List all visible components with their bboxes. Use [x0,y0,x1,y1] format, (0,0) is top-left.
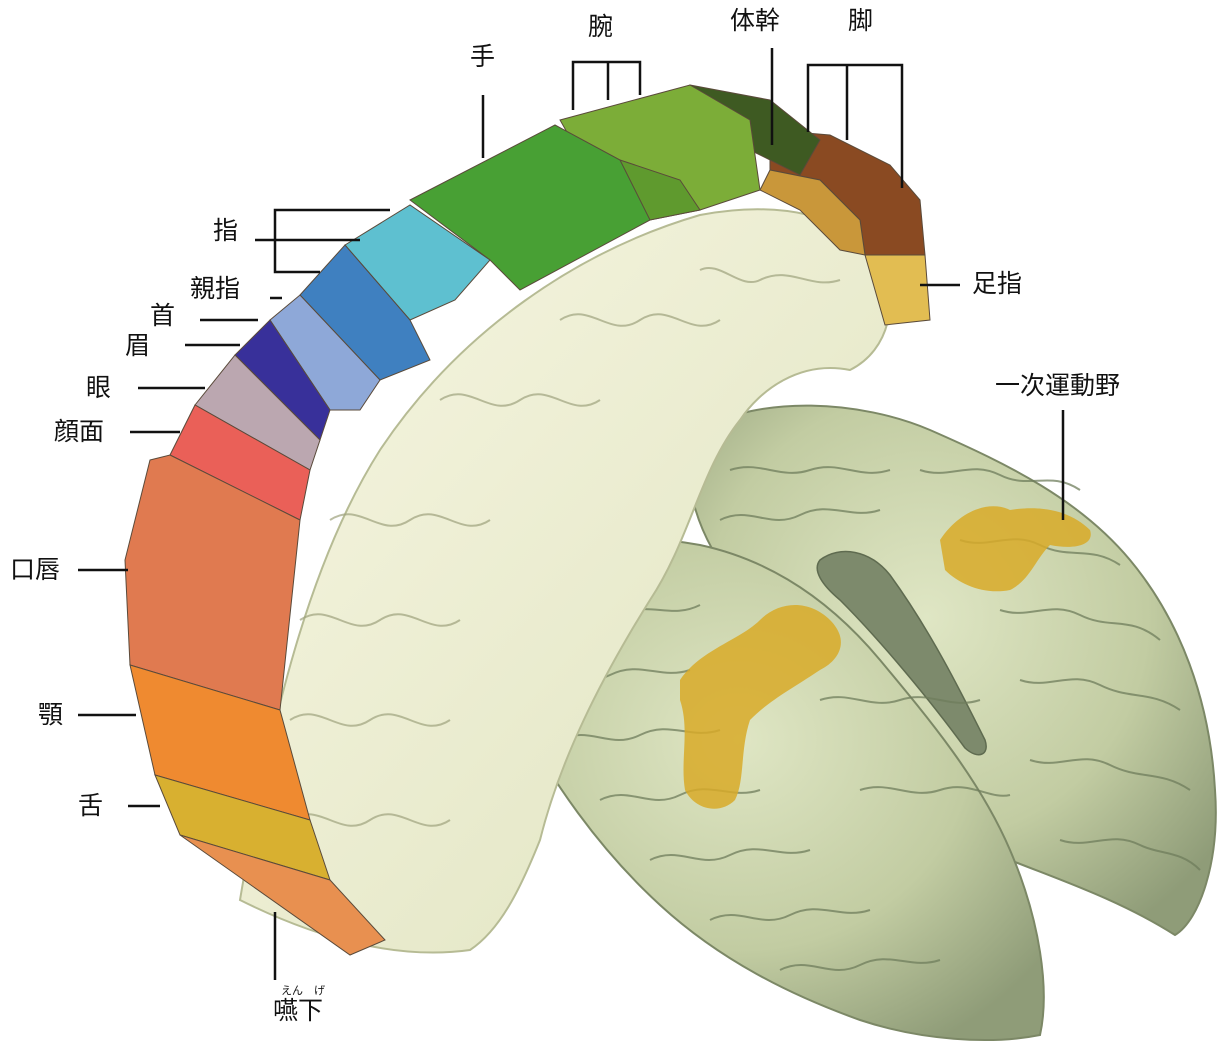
label-toes: 足指 [972,271,1022,296]
label-primary-motor-cortex: 一次運動野 [995,373,1120,398]
label-trunk: 体幹 [730,8,780,33]
label-swallowing: 嚥下 [273,998,323,1023]
label-fingers: 指 [213,218,238,243]
label-tongue: 舌 [78,793,103,818]
label-eye: 眼 [86,375,111,400]
label-jaw: 顎 [38,702,63,727]
label-thumb: 親指 [190,276,240,301]
label-lips: 口唇 [10,557,60,582]
label-face: 顔面 [54,419,104,444]
label-hand: 手 [470,44,495,69]
label-eyebrow: 眉 [125,333,150,358]
label-leg: 脚 [848,8,873,33]
label-neck: 首 [150,303,175,328]
label-arm: 腕 [588,14,613,39]
label-swallowing-reading: えん げ [281,985,325,996]
